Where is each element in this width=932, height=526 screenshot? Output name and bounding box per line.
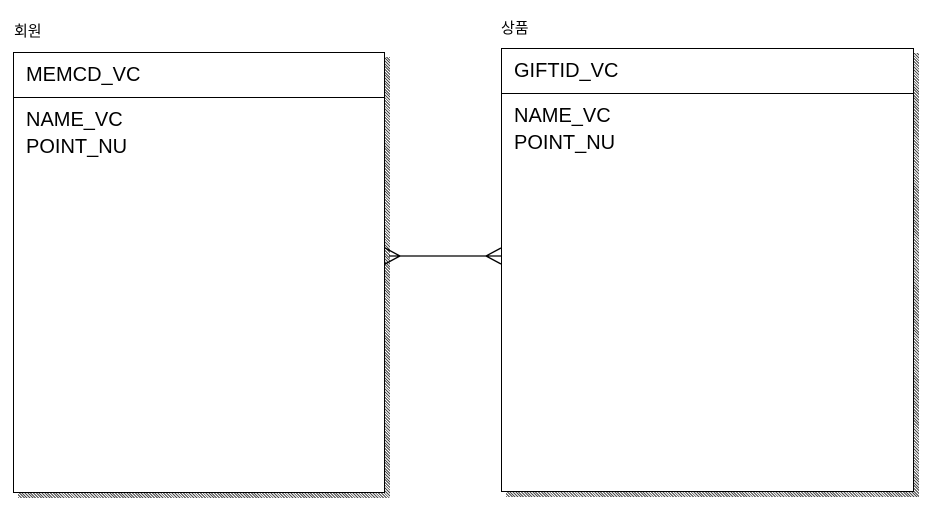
primary-key-member: MEMCD_VC [14, 53, 384, 98]
attribute-item: NAME_VC [514, 105, 611, 127]
primary-key-product: GIFTID_VC [502, 49, 913, 94]
attribute-list-product: NAME_VC POINT_NU [514, 103, 615, 157]
entity-box-product[interactable]: GIFTID_VC NAME_VC POINT_NU [501, 48, 914, 492]
entity-box-member[interactable]: MEMCD_VC NAME_VC POINT_NU [13, 52, 385, 493]
crow-foot-member-icon [384, 247, 402, 265]
attribute-item: POINT_NU [26, 136, 128, 158]
attribute-item: NAME_VC [26, 109, 123, 131]
entity-name-product: 상품 [501, 19, 529, 37]
attribute-item: POINT_NU [514, 132, 616, 154]
entity-name-member: 회원 [14, 22, 42, 40]
attribute-list-member: NAME_VC POINT_NU [26, 107, 127, 161]
crow-foot-product-icon [484, 247, 502, 265]
